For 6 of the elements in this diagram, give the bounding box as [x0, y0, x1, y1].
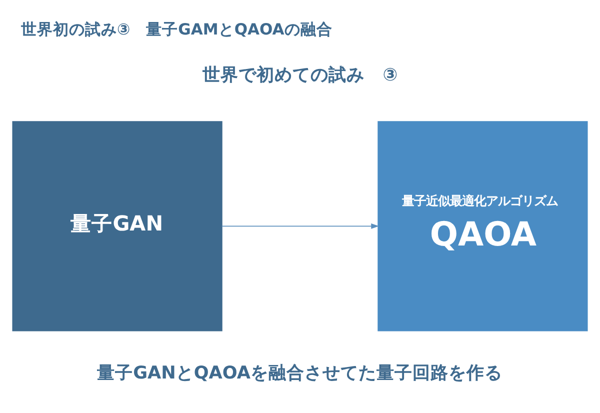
label: 世界で初めての試み ③	[202, 65, 398, 86]
arrow	[221, 223, 379, 229]
node-box: 量子近似最適化アルゴリズム QAOA	[378, 121, 588, 332]
diagram-title: 世界初の試み③ 量子GAMとQAOAの融合	[21, 20, 332, 39]
caption: 量子GANとQAOAを融合させてた量子回路を作る	[97, 363, 502, 384]
node-box: 量子GAN	[12, 121, 222, 332]
